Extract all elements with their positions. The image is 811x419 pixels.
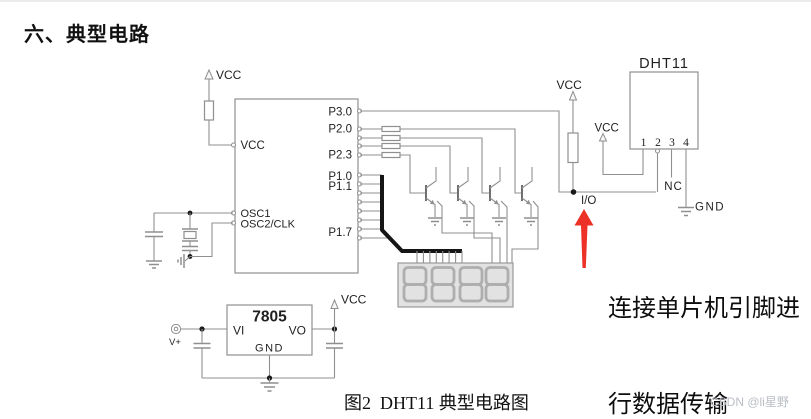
regulator-name: 7805 xyxy=(252,309,287,326)
mcu-pin-p20: P2.0 xyxy=(328,124,352,136)
regulator-gnd: GND xyxy=(255,343,284,355)
dht11-title: DHT11 xyxy=(639,56,689,72)
gnd-label: GND xyxy=(695,202,725,214)
transistor xyxy=(521,167,538,226)
dht11-pin1-number: 1 xyxy=(641,137,647,149)
arrow-up-icon xyxy=(330,298,339,309)
resistor xyxy=(381,142,401,150)
figure-caption: 图2 DHT11 典型电路图 xyxy=(344,393,529,413)
vplus-label: V+ xyxy=(169,337,181,348)
dht11-pin2-number: 2 xyxy=(655,137,661,149)
resistor xyxy=(381,134,401,142)
mcu-vcc-net: VCC xyxy=(203,68,242,146)
pullup-resistor xyxy=(567,132,579,164)
crystal-oscillator xyxy=(145,210,233,269)
regulator-vo: VO xyxy=(289,324,306,338)
base-resistor-network xyxy=(357,125,522,194)
callout-line-1: 连接单片机引脚进 xyxy=(608,295,800,322)
nc-label: NC xyxy=(664,181,683,193)
dht11-body xyxy=(629,71,699,150)
dht11-pin3-number: 3 xyxy=(669,137,675,149)
regulator-body xyxy=(226,304,313,356)
display-digit xyxy=(430,266,456,303)
io-label: I/O xyxy=(581,195,596,207)
callout-text: 连接单片机引脚进 行数据传输 xyxy=(608,229,800,419)
display-digit xyxy=(402,266,428,303)
arrow-up-icon xyxy=(568,90,578,101)
resistor xyxy=(381,125,401,133)
mcu-pin-vcc: VCC xyxy=(241,140,265,152)
mcu-body xyxy=(234,98,359,274)
resistor xyxy=(381,151,401,159)
dht11-pin4-number: 4 xyxy=(683,137,689,149)
resistor xyxy=(203,100,215,121)
transistor xyxy=(457,167,474,226)
vcc-label: VCC xyxy=(341,293,367,307)
seven-segment-display xyxy=(397,262,514,308)
red-callout-arrow-icon xyxy=(574,209,594,268)
digit-driver-transistors xyxy=(425,167,539,263)
regulator-7805: V+ 7805 VI VO GND VCC xyxy=(169,293,367,392)
transistor xyxy=(489,167,506,226)
vcc-label: VCC xyxy=(595,123,619,135)
io-data-net: VCC I/O xyxy=(357,78,656,207)
regulator-vi: VI xyxy=(233,324,244,338)
digit-common-routes xyxy=(436,200,539,263)
dht11-block: DHT11 1 2 3 4 VCC NC GND xyxy=(595,56,725,217)
section-title: 六、典型电路 xyxy=(24,24,150,46)
segment-bus xyxy=(357,172,463,263)
mcu-pin-p30: P3.0 xyxy=(328,107,352,119)
watermark: CSDN @li星野 xyxy=(710,395,789,409)
mcu-pin-p23: P2.3 xyxy=(328,150,352,162)
mcu-pin-osc1: OSC1 xyxy=(241,208,271,220)
vcc-label: VCC xyxy=(216,68,242,82)
mcu-pin-p10: P1.0 xyxy=(328,171,352,183)
transistor xyxy=(425,167,442,226)
arrow-up-icon xyxy=(204,68,214,80)
callout-line-2: 行数据传输 xyxy=(608,391,728,418)
vcc-label: VCC xyxy=(557,78,583,92)
crystal xyxy=(183,230,197,240)
display-digit xyxy=(484,266,510,303)
arrow-up-icon xyxy=(598,132,608,142)
top-divider xyxy=(0,0,811,2)
display-digit xyxy=(458,266,484,303)
mcu-pin-p17: P1.7 xyxy=(328,227,352,239)
mcu-pin-osc2: OSC2/CLK xyxy=(241,219,296,231)
mcu-pin-p11: P1.1 xyxy=(328,181,352,193)
mcu-block: VCC OSC1 OSC2/CLK P3.0 P2.0 P2.3 P1.0 P1… xyxy=(231,98,359,274)
